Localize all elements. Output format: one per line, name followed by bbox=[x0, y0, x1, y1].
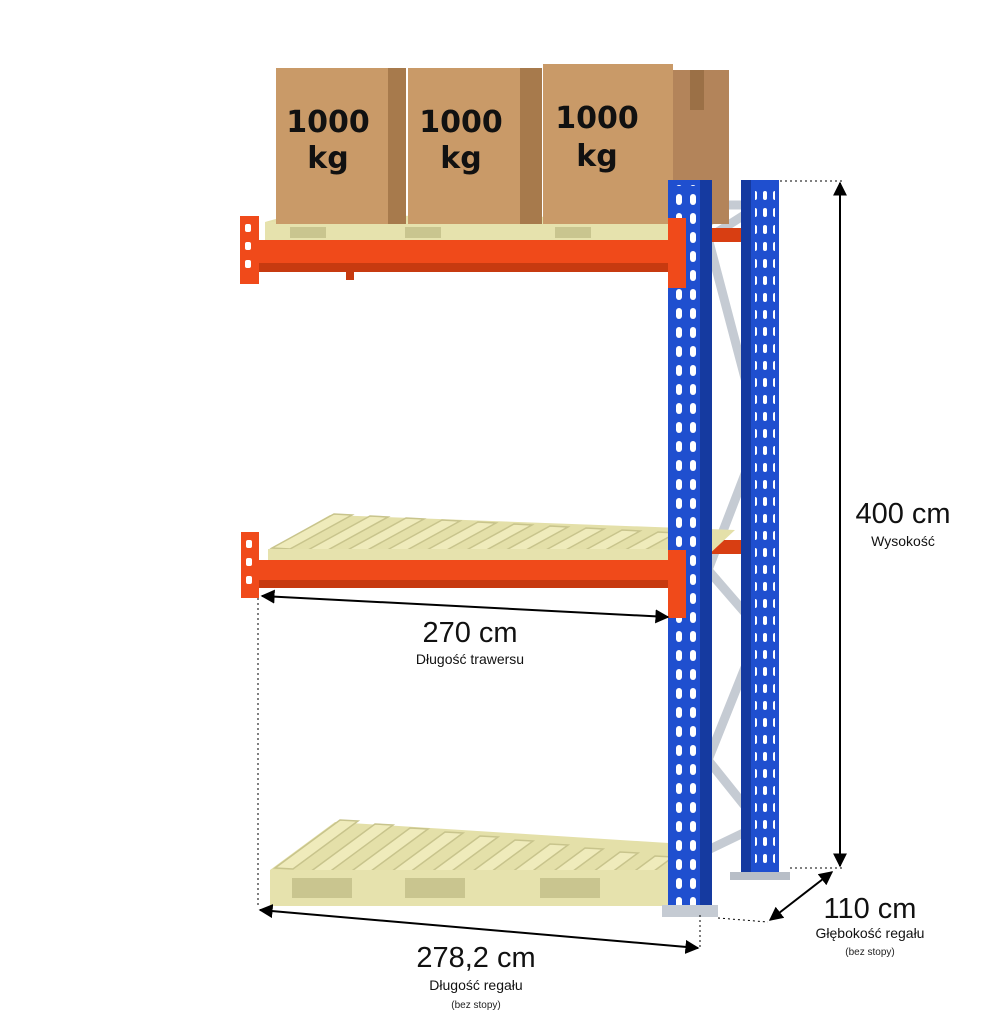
beam-connector-right-middle bbox=[668, 550, 686, 618]
upright-back bbox=[741, 180, 779, 872]
pallets-middle bbox=[268, 513, 735, 572]
rack-length-note: (bez stopy) bbox=[451, 1000, 500, 1011]
height-label: Wysokość bbox=[871, 533, 935, 549]
pallets-floor bbox=[270, 819, 700, 906]
box-weight: 1000 bbox=[286, 105, 370, 140]
depth-value: 110 cm bbox=[824, 893, 917, 925]
base-plate-front bbox=[662, 905, 718, 917]
load-boxes: 1000 kg 1000 kg 1000 kg bbox=[276, 64, 729, 224]
beam-length-value: 270 cm bbox=[422, 617, 517, 649]
beam-connector-left bbox=[240, 216, 259, 284]
depth-note: (bez stopy) bbox=[845, 947, 894, 958]
height-value: 400 cm bbox=[855, 498, 950, 530]
dimension-beam-length: 270 cm Długość trawersu bbox=[260, 589, 670, 667]
rack-length-label: Długość regału bbox=[429, 977, 522, 993]
beam-connector-right-top bbox=[668, 218, 686, 288]
box-unit: kg bbox=[440, 141, 481, 176]
load-box: 1000 kg bbox=[276, 68, 406, 224]
upright-front bbox=[662, 180, 718, 917]
beam-middle bbox=[241, 532, 675, 598]
box-weight: 1000 bbox=[555, 101, 639, 136]
load-box: 1000 kg bbox=[408, 68, 542, 224]
box-weight: 1000 bbox=[419, 105, 503, 140]
dimension-height: 400 cm Wysokość bbox=[780, 180, 951, 869]
base-plate-back bbox=[730, 872, 790, 880]
beam-length-label: Długość trawersu bbox=[416, 651, 524, 667]
beam-top bbox=[240, 216, 675, 284]
box-unit: kg bbox=[576, 139, 617, 174]
dimension-rack-length: 278,2 cm Długość regału (bez stopy) bbox=[257, 598, 701, 1011]
box-unit: kg bbox=[307, 141, 348, 176]
depth-label: Głębokość regału bbox=[816, 925, 925, 941]
rack-length-value: 278,2 cm bbox=[416, 942, 535, 974]
load-box: 1000 kg bbox=[543, 64, 729, 224]
rack-frame-back bbox=[703, 180, 790, 880]
dimension-depth: 110 cm Głębokość regału (bez stopy) bbox=[717, 871, 925, 958]
